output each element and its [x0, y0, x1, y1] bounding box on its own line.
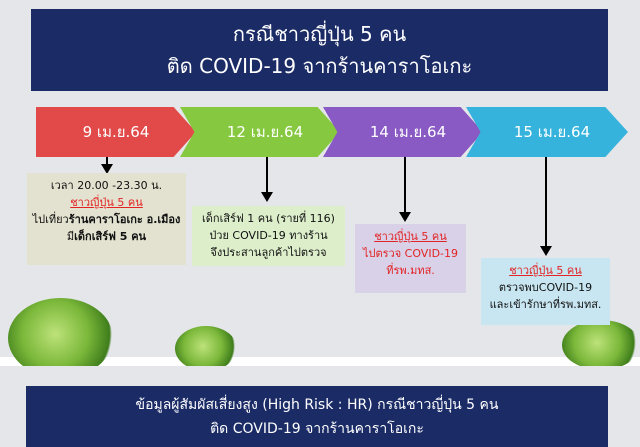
down-arrow-icon	[101, 157, 113, 174]
timeline-date: 14 เม.ย.64	[369, 123, 447, 141]
info-line: ที่รพ.มทส.	[386, 264, 435, 277]
info-box-1: เวลา 20.00 -23.30 น. ชาวญี่ปุ่น 5 คน ไปเ…	[27, 173, 186, 265]
timeline-step-1: 9 เม.ย.64	[36, 107, 196, 157]
down-arrow-icon	[399, 157, 411, 222]
info-box-4: ชาวญี่ปุ่น 5 คน ตรวจพบCOVID-19 และเข้ารั…	[481, 258, 610, 325]
timeline-date: 9 เม.ย.64	[82, 123, 150, 141]
info-highlight: ชาวญี่ปุ่น 5 คน	[374, 230, 447, 243]
info-line: ป่วย COVID-19 ทางร้าน	[209, 229, 328, 242]
info-highlight: ชาวญี่ปุ่น 5 คน	[509, 264, 582, 277]
info-box-3: ชาวญี่ปุ่น 5 คน ไปตรวจ COVID-19 ที่รพ.มท…	[355, 224, 466, 293]
info-line: ไปตรวจ COVID-19	[362, 247, 459, 260]
info-box-2: เด็กเสิร์ฟ 1 คน (รายที่ 116) ป่วย COVID-…	[192, 206, 345, 266]
info-line: มีเด็กเสิร์ฟ 5 คน	[66, 230, 147, 243]
virus-icon	[8, 298, 113, 378]
timeline-date: 12 เม.ย.64	[226, 123, 304, 141]
high-risk-title-line-2: ติด COVID-19 จากร้านคาราโอเกะ	[210, 420, 424, 437]
title-line-1: กรณีชาวญี่ปุ่น 5 คน	[232, 22, 407, 46]
timeline-step-3: 14 เม.ย.64	[323, 107, 483, 157]
info-line: จึงประสานลูกค้าไปตรวจ	[210, 246, 327, 259]
virus-icon	[562, 320, 640, 370]
high-risk-title: ข้อมูลผู้สัมผัสเสี่ยงสูง (High Risk : HR…	[26, 386, 608, 447]
info-time: เวลา 20.00 -23.30 น.	[50, 179, 163, 192]
info-line: และเข้ารักษาที่รพ.มทส.	[489, 298, 602, 311]
info-line: ตรวจพบCOVID-19	[498, 281, 593, 294]
high-risk-title-line-1: ข้อมูลผู้สัมผัสเสี่ยงสูง (High Risk : HR…	[135, 396, 499, 413]
timeline-date: 15 เม.ย.64	[513, 123, 591, 141]
down-arrow-icon	[261, 157, 273, 202]
title-line-2: ติด COVID-19 จากร้านคาราโอเกะ	[166, 54, 473, 78]
virus-icon	[175, 326, 237, 371]
page-title: กรณีชาวญี่ปุ่น 5 คน ติด COVID-19 จากร้าน…	[31, 9, 608, 91]
timeline-step-2: 12 เม.ย.64	[180, 107, 340, 157]
info-line: เด็กเสิร์ฟ 1 คน (รายที่ 116)	[202, 212, 335, 225]
down-arrow-icon	[540, 157, 552, 256]
info-line: ไปเที่ยวร้านคาราโอเกะ อ.เมือง	[32, 213, 181, 226]
timeline-step-4: 15 เม.ย.64	[466, 107, 628, 157]
info-highlight: ชาวญี่ปุ่น 5 คน	[70, 196, 143, 209]
